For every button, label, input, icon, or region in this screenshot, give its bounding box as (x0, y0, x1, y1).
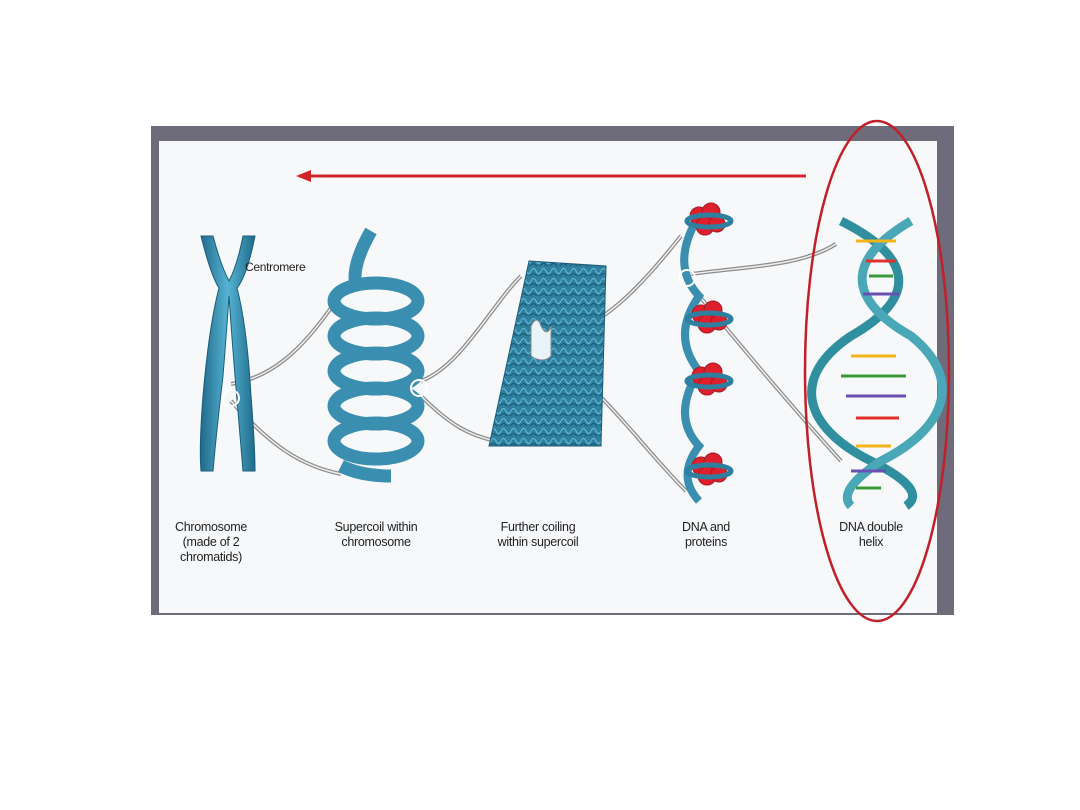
supercoil-illustration (327, 227, 425, 483)
direction-arrow (296, 170, 806, 182)
dna-helix-illustration (807, 216, 947, 510)
figure-art (199, 170, 947, 510)
chromosome-structure-figure: Centromere Chromosome (made of 2 chromat… (151, 126, 954, 615)
stage-label-further-coiling: Further coiling within supercoil (497, 520, 579, 549)
highlight-ellipse (803, 119, 951, 623)
centromere-label: Centromere (245, 260, 306, 274)
stage-label-dna-proteins: DNA and proteins (682, 520, 730, 549)
stage-label-double-helix: DNA double helix (839, 520, 903, 549)
stage-label-chromosome: Chromosome (made of 2 chromatids) (174, 520, 248, 564)
dna-proteins-illustration (678, 202, 734, 504)
stage-label-supercoil: Supercoil within chromosome (334, 520, 418, 549)
further-coiling-illustration (488, 260, 607, 447)
chromosome-illustration (199, 235, 256, 472)
